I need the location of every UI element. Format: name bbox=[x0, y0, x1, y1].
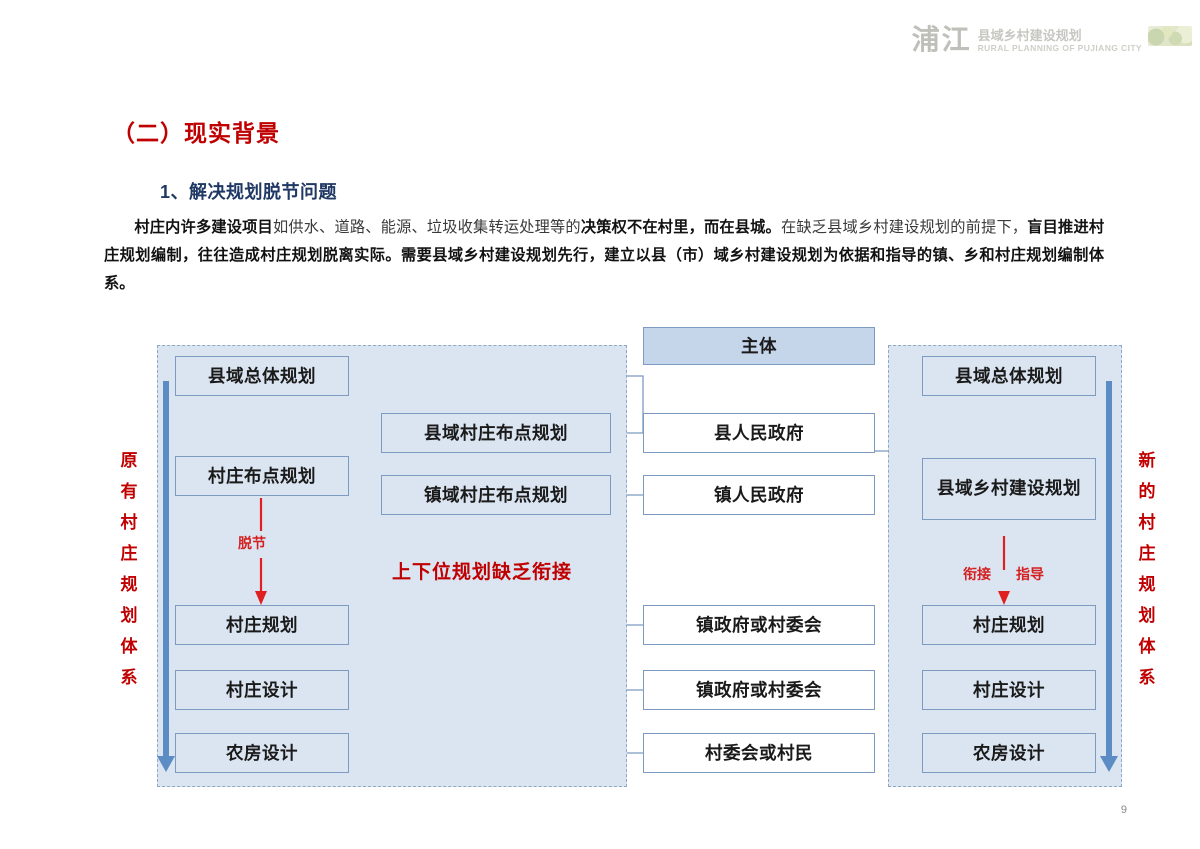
node-right-county-master-plan[interactable]: 县域总体规划 bbox=[922, 356, 1096, 396]
logo-chinese-name: 浦江 bbox=[911, 23, 972, 56]
node-mid-town-government[interactable]: 镇人民政府 bbox=[643, 475, 875, 515]
node-left-village-plan[interactable]: 村庄规划 bbox=[175, 605, 349, 645]
label-disconnect: 脱节 bbox=[238, 535, 266, 551]
node-right-county-rural-construction-plan[interactable]: 县域乡村建设规划 bbox=[922, 458, 1096, 520]
node-left-village-design[interactable]: 村庄设计 bbox=[175, 670, 349, 710]
node-right-farmhouse-design[interactable]: 农房设计 bbox=[922, 733, 1096, 773]
node-left-county-master-plan[interactable]: 县域总体规划 bbox=[175, 356, 349, 396]
node-mid-town-or-village-committee-2[interactable]: 镇政府或村委会 bbox=[643, 670, 875, 710]
label-linkage: 衔接 bbox=[963, 566, 991, 582]
logo-title-en: RURAL PLANNING OF PUJIANG CITY bbox=[977, 42, 1142, 53]
node-left-county-village-layout-plan[interactable]: 县域村庄布点规划 bbox=[381, 413, 611, 453]
label-lack-of-linkage: 上下位规划缺乏衔接 bbox=[392, 562, 573, 583]
node-right-village-design[interactable]: 村庄设计 bbox=[922, 670, 1096, 710]
page-number: 9 bbox=[1120, 804, 1127, 816]
logo-title-cn: 县域乡村建设规划 bbox=[977, 27, 1082, 43]
node-mid-village-committee-or-villagers[interactable]: 村委会或村民 bbox=[643, 733, 875, 773]
section-subtitle: 1、解决规划脱节问题 bbox=[160, 182, 338, 202]
section-title: （二）现实背景 bbox=[112, 120, 280, 146]
node-mid-town-or-village-committee-1[interactable]: 镇政府或村委会 bbox=[643, 605, 875, 645]
node-left-village-layout-plan[interactable]: 村庄布点规划 bbox=[175, 456, 349, 496]
planning-system-diagram: 原有村庄规划体系 新的村庄规划体系 主体 县域总体规划 村庄布点规划 县域村庄布… bbox=[0, 318, 1200, 818]
brand-logo: 浦江 县域乡村建设规划 RURAL PLANNING OF PUJIANG CI… bbox=[912, 26, 1192, 54]
node-left-town-village-layout-plan[interactable]: 镇域村庄布点规划 bbox=[381, 475, 611, 515]
node-right-village-plan[interactable]: 村庄规划 bbox=[922, 605, 1096, 645]
new-system-label: 新的村庄规划体系 bbox=[1138, 451, 1156, 687]
label-guidance: 指导 bbox=[1016, 566, 1044, 582]
new-system-region bbox=[888, 345, 1122, 787]
leaf-emblem-icon bbox=[1148, 26, 1192, 46]
diagram-header-subject: 主体 bbox=[643, 327, 875, 365]
logo-text-block: 县域乡村建设规划 RURAL PLANNING OF PUJIANG CITY bbox=[977, 27, 1142, 54]
node-mid-county-government[interactable]: 县人民政府 bbox=[643, 413, 875, 453]
body-paragraph: 村庄内许多建设项目如供水、道路、能源、垃圾收集转运处理等的决策权不在村里，而在县… bbox=[104, 219, 1105, 292]
old-system-label: 原有村庄规划体系 bbox=[120, 451, 138, 687]
node-left-farmhouse-design[interactable]: 农房设计 bbox=[175, 733, 349, 773]
